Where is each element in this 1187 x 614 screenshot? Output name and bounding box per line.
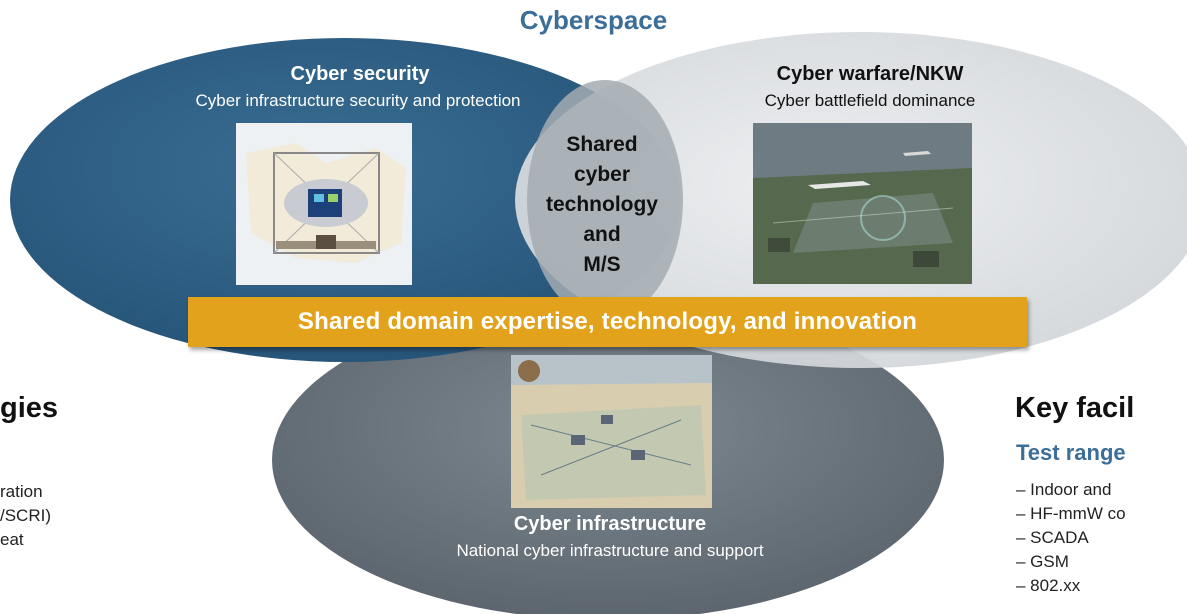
overlap-line: cyber xyxy=(573,163,631,186)
right-panel-item: – Indoor and xyxy=(1016,480,1112,499)
overlap-line: and xyxy=(583,223,621,246)
left-panel-line: eat xyxy=(0,530,24,549)
cyber-security-image xyxy=(236,123,412,285)
shared-expertise-banner: Shared domain expertise, technology, and… xyxy=(188,297,1027,347)
shared-cyber-technology-label: Shared cyber technology and M/S xyxy=(538,130,666,280)
cyber-infrastructure-title: Cyber infrastructure xyxy=(513,513,707,535)
cyber-warfare-image xyxy=(753,123,972,284)
right-panel-subheading: Test range xyxy=(1016,440,1126,465)
right-panel-item: – 802.xx xyxy=(1016,576,1081,595)
overlap-line: Shared xyxy=(566,133,638,156)
shared-overlap-ellipse xyxy=(527,80,683,320)
cyber-security-title: Cyber security xyxy=(290,63,430,85)
right-panel-heading: Key facil xyxy=(1015,392,1135,424)
overlap-line: technology xyxy=(545,193,658,216)
cyber-infrastructure-image xyxy=(511,355,712,508)
left-panel-heading: gies xyxy=(0,392,59,424)
left-panel-line: ration xyxy=(0,482,43,501)
cyber-security-subtitle: Cyber infrastructure security and protec… xyxy=(195,91,521,110)
right-panel-item: – GSM xyxy=(1016,552,1069,571)
diagram-title: Cyberspace xyxy=(519,5,668,35)
left-panel-line: /SCRI) xyxy=(0,506,51,525)
overlap-line: M/S xyxy=(583,253,621,276)
right-panel-item: – SCADA xyxy=(1016,528,1089,547)
cyber-infrastructure-subtitle: National cyber infrastructure and suppor… xyxy=(456,541,764,560)
right-panel-item: – HF-mmW co xyxy=(1016,504,1126,523)
cyber-warfare-subtitle: Cyber battlefield dominance xyxy=(764,91,976,110)
cyber-warfare-title: Cyber warfare/NKW xyxy=(776,63,964,85)
